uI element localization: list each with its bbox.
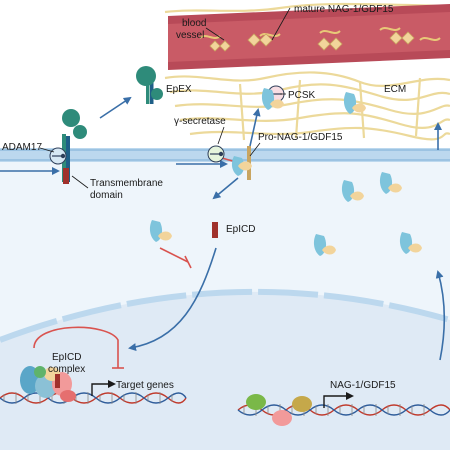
label-epicd: EpICD [226, 224, 255, 235]
pro-gdf15-membrane [231, 146, 252, 180]
label-transmembrane-2: domain [90, 190, 123, 201]
gdf15-promoter-factors [246, 394, 312, 426]
plasma-membrane [0, 148, 450, 162]
target-genes-arrow [91, 380, 116, 396]
label-epicd-complex-1: EpICD [52, 352, 81, 363]
label-mature-gdf15: mature NAG-1/GDF15 [294, 4, 394, 15]
label-target-genes: Target genes [116, 380, 174, 391]
adam17-enzyme [49, 147, 67, 165]
dna-helix-left [0, 392, 187, 404]
epex-fragment [136, 66, 163, 104]
nucleus [0, 291, 450, 450]
label-gamma-secretase: γ-secretase [174, 116, 226, 127]
gamma-secretase-enzyme [207, 145, 225, 163]
gdf15-gene-arrow [323, 392, 354, 408]
blood-vessel [168, 4, 450, 70]
label-epicd-complex-2: complex [48, 364, 85, 375]
label-blood-vessel-1: blood [182, 18, 206, 29]
label-pro-gdf15: Pro-NAG-1/GDF15 [258, 132, 343, 143]
label-pcsk: PCSK [288, 90, 316, 101]
label-transmembrane-1: Transmembrane [90, 178, 163, 189]
signal-arrows [0, 96, 446, 361]
epicd-fragment [212, 222, 218, 238]
label-epex: EpEX [166, 84, 192, 95]
label-ecm: ECM [384, 84, 406, 95]
label-nag1-gene: NAG-1/GDF15 [330, 380, 396, 391]
epicd-complex-shape [20, 366, 76, 402]
label-blood-vessel-2: vessel [176, 30, 204, 41]
label-adam17: ADAM17 [2, 142, 42, 153]
gdf15-molecules [149, 88, 422, 256]
nuclear-envelope [0, 288, 450, 343]
